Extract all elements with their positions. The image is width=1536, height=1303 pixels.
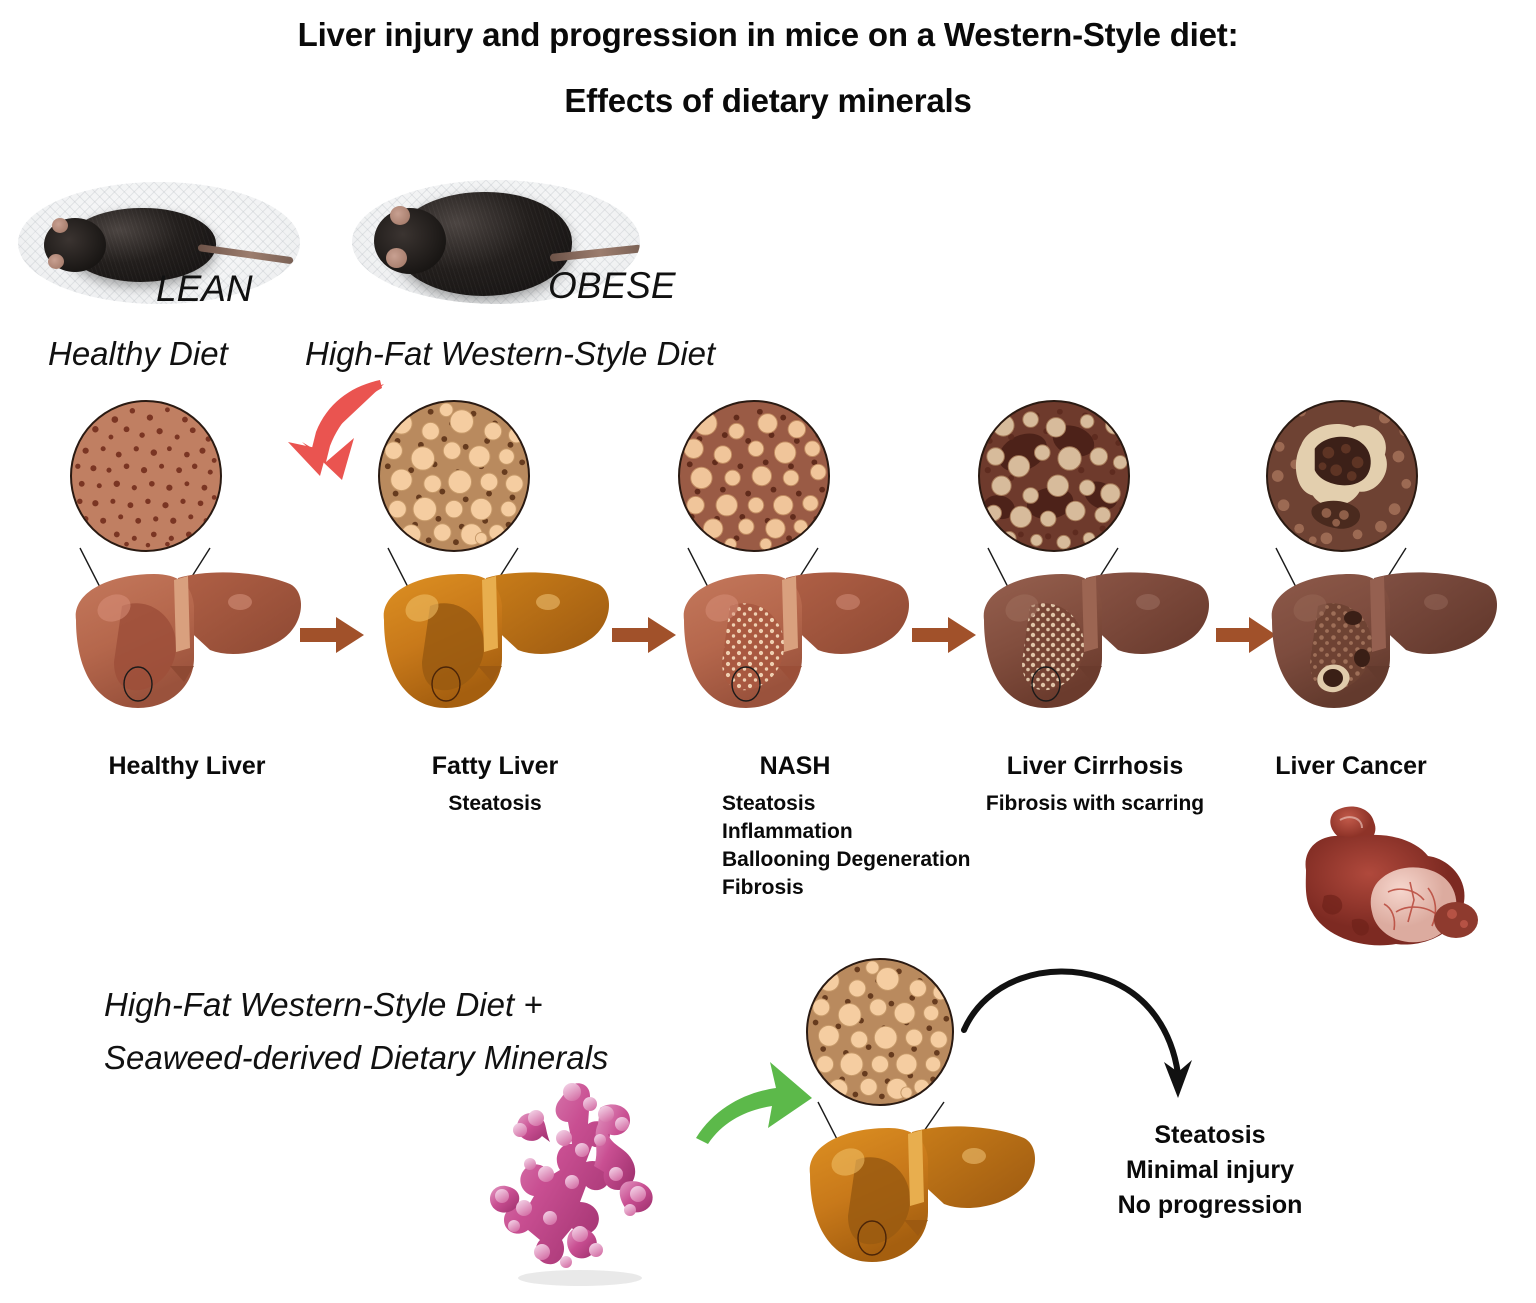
stage-label-nash: NASH (759, 752, 831, 780)
histology-inset-treatment (806, 958, 954, 1106)
outcome-line-3: No progression (1117, 1191, 1303, 1219)
histology-dots-cancer (1271, 406, 1413, 545)
treatment-label: High-Fat Western-Style Diet + Seaweed-de… (104, 978, 608, 1084)
treatment-outcome-text: Steatosis Minimal injury No progression (1030, 1118, 1390, 1223)
histology-inset-cancer (1266, 400, 1418, 552)
liver-illustration-treatment (796, 1116, 1046, 1276)
liver-illustration-healthy (62, 562, 312, 722)
right-arrow-icon-3 (912, 617, 976, 653)
histology-dots-treatment (812, 960, 950, 1100)
stage-label-healthy: Healthy Liver (108, 752, 266, 780)
mouse-badge-obese: OBESE (548, 265, 676, 306)
mouse-photo-obese (352, 180, 640, 304)
right-arrow-icon-4 (1216, 617, 1276, 653)
histology-dots-cirrhosis (984, 408, 1128, 550)
stage-features-nash: Steatosis Inflammation Ballooning Degene… (722, 790, 971, 902)
nash-feature-2: Inflammation (722, 820, 853, 843)
page-title-line-2: Effects of dietary minerals (564, 82, 972, 119)
stage-label-cirrhosis: Liver Cirrhosis (1006, 752, 1184, 780)
diet-label-healthy: Healthy Diet (48, 335, 228, 372)
outcome-line-1: Steatosis (1154, 1121, 1266, 1149)
stage-label-fatty: Fatty Liver (431, 752, 559, 780)
nash-feature-3: Ballooning Degeneration (722, 848, 971, 871)
stage-features-fatty: Steatosis (448, 792, 542, 815)
liver-illustration-nash (670, 562, 920, 722)
treatment-label-line-1: High-Fat Western-Style Diet + (104, 986, 543, 1023)
histology-dots-fatty (384, 402, 526, 546)
mouse-ear-lean-2 (48, 254, 64, 269)
mouse-badge-lean: LEAN (156, 268, 253, 309)
histology-dots-nash (683, 408, 828, 550)
histology-inset-healthy (70, 400, 222, 552)
mouse-ear-obese-2 (386, 248, 407, 268)
liver-illustration-cancer (1258, 562, 1508, 722)
green-right-arrow-icon (696, 1062, 812, 1144)
curved-down-arrow-icon (288, 380, 384, 480)
liver-tumor-photo (1296, 800, 1486, 960)
mouse-ear-lean-1 (52, 218, 68, 233)
liver-illustration-cirrhosis (970, 562, 1220, 722)
liver-illustration-fatty (370, 562, 620, 722)
right-arrow-icon-1 (300, 617, 364, 653)
mouse-photo-lean (18, 182, 300, 304)
outcome-line-2: Minimal injury (1125, 1156, 1295, 1184)
curved-outcome-arrow-icon (961, 968, 1192, 1098)
seaweed-coral-image (480, 1078, 680, 1288)
right-arrow-icon-2 (612, 617, 676, 653)
histology-inset-cirrhosis (978, 400, 1130, 552)
page-title-line-1: Liver injury and progression in mice on … (297, 16, 1239, 53)
histology-inset-fatty (378, 400, 530, 552)
nash-feature-4: Fibrosis (722, 876, 804, 899)
mouse-ear-obese-1 (390, 206, 410, 225)
diet-label-western: High-Fat Western-Style Diet (305, 335, 716, 372)
mouse-head-obese (374, 208, 446, 274)
stage-features-cirrhosis: Fibrosis with scarring (985, 792, 1205, 815)
histology-dots-healthy (75, 407, 217, 548)
histology-inset-nash (678, 400, 830, 552)
nash-feature-1: Steatosis (722, 792, 816, 815)
treatment-label-line-2: Seaweed-derived Dietary Minerals (104, 1039, 609, 1076)
stage-label-cancer: Liver Cancer (1275, 752, 1427, 780)
